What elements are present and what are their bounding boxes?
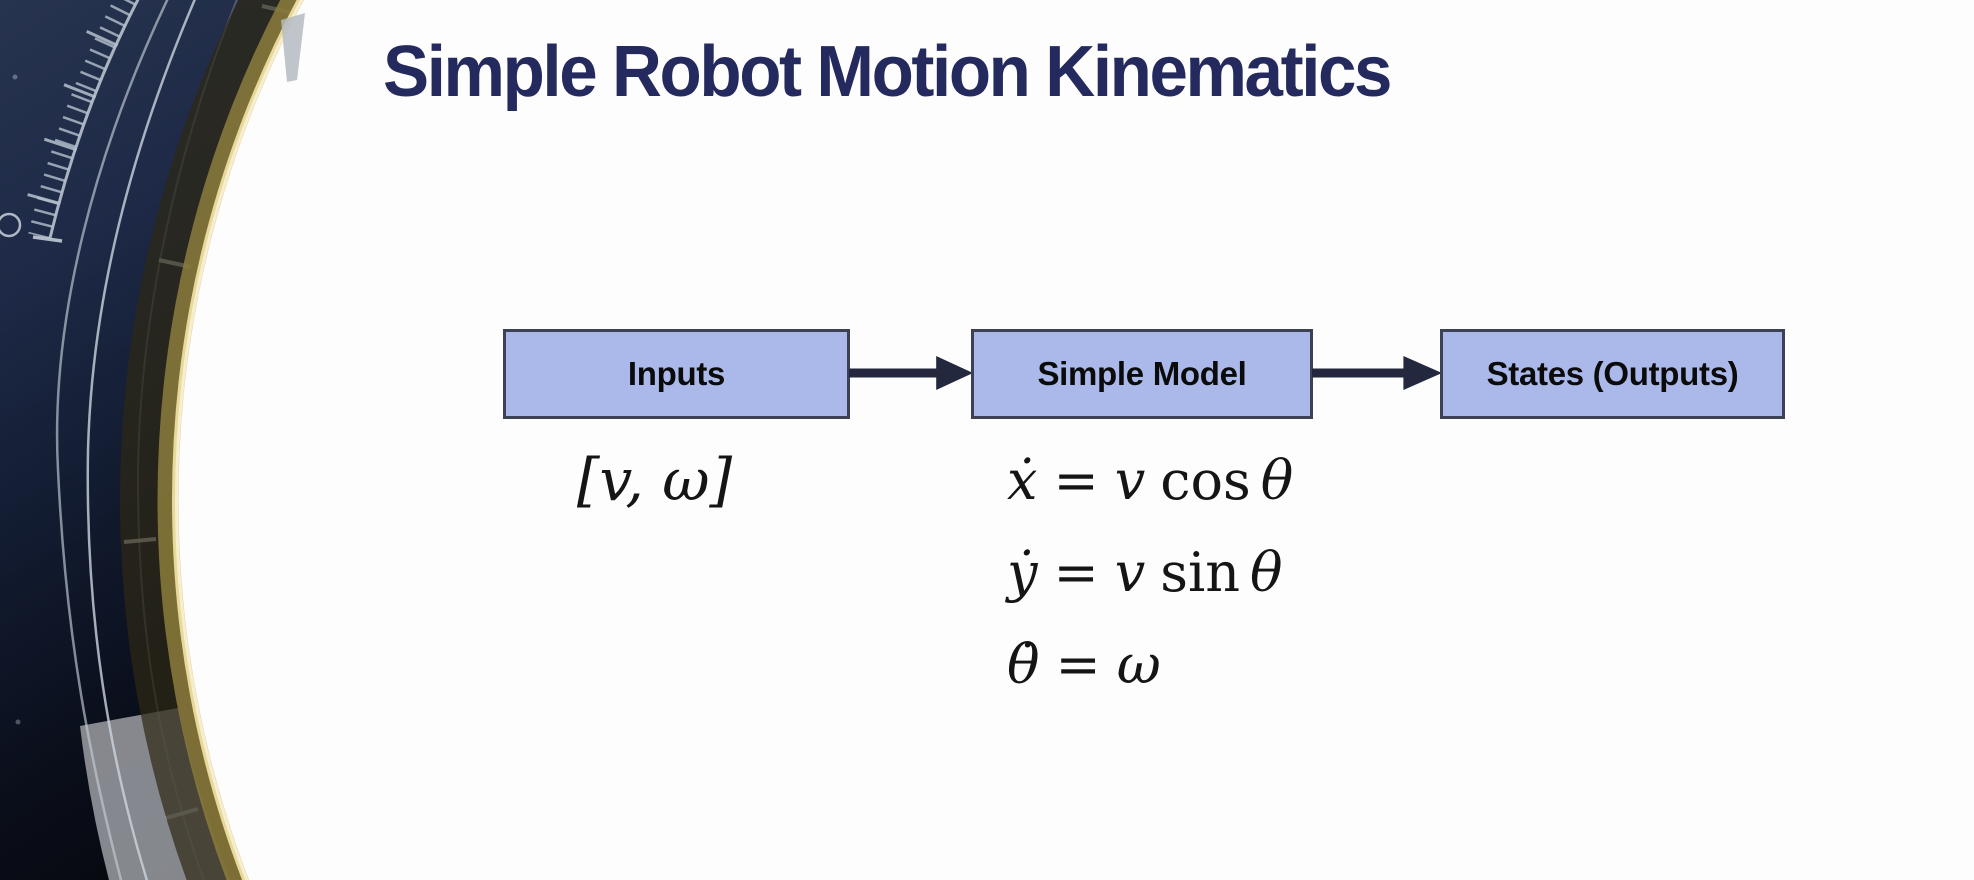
gauge-hand-tip <box>281 13 305 82</box>
equation-function: sin <box>1160 540 1241 604</box>
equation-line-theta-dot: θ̇ = ω <box>1007 618 1293 710</box>
equals-sign: = <box>1053 540 1099 604</box>
gauge-thin-arc-outer <box>55 0 169 880</box>
dial-rim-core-highlight <box>175 0 304 880</box>
equation-function: cos <box>1160 448 1251 512</box>
flow-box-inputs: Inputs <box>503 329 850 419</box>
slide-title: Simple Robot Motion Kinematics <box>383 32 1393 112</box>
flow-box-label: Inputs <box>627 355 726 392</box>
dial-rim-olive-shade <box>120 0 301 880</box>
equation-argument: θ <box>1250 540 1283 604</box>
gauge-ruler-major-ticks <box>18 0 140 238</box>
gauge-ruler-end-tick <box>32 235 63 243</box>
equation-variable: ω <box>1116 632 1161 696</box>
dial-rim-gold-halo <box>157 0 304 880</box>
equation-lhs: ẋ <box>1007 448 1038 512</box>
equals-sign: = <box>1053 448 1099 512</box>
inputs-expression: [v, ω] <box>576 446 733 514</box>
equation-variable: v <box>1114 540 1146 604</box>
gauge-dial-decoration <box>0 0 480 880</box>
slide-face-mask <box>178 0 480 880</box>
flow-box-label: States (Outputs) <box>1486 355 1739 392</box>
gauge-thin-arc-inner <box>86 0 196 880</box>
flow-box-states-outputs: States (Outputs) <box>1440 329 1785 419</box>
equation-lhs: θ̇ <box>1007 632 1040 696</box>
equation-line-x-dot: ẋ = v cos θ <box>1007 434 1293 526</box>
gauge-circle-marker <box>0 212 22 238</box>
gauge-dot <box>12 74 18 80</box>
flow-box-label: Simple Model <box>1037 355 1247 392</box>
equation-variable: v <box>1114 448 1146 512</box>
equation-line-y-dot: ẏ = v sin θ <box>1007 526 1293 618</box>
flow-box-simple-model: Simple Model <box>971 329 1313 419</box>
arrow-right-icon <box>849 356 973 390</box>
equation-lhs: ẏ <box>1007 540 1038 604</box>
gauge-dot <box>15 719 21 725</box>
equation-argument: θ <box>1260 448 1294 512</box>
equals-sign: = <box>1055 632 1101 696</box>
equations-block: ẋ = v cos θ ẏ = v sin θ θ̇ = ω <box>1007 434 1293 710</box>
arrow-right-icon <box>1312 356 1442 390</box>
